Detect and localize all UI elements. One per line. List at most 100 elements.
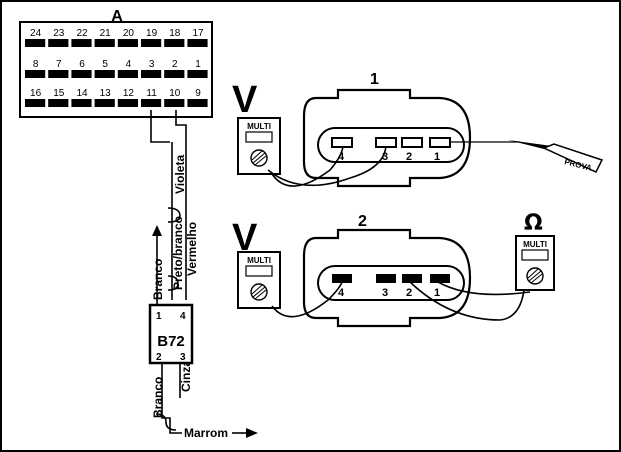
probe-body xyxy=(542,143,604,173)
connector-a-pin xyxy=(94,70,115,78)
dial-hatch xyxy=(251,150,267,166)
arrow-up-icon xyxy=(152,225,162,236)
label-vermelho: Vermelho xyxy=(185,222,199,276)
connector-a-pin-label: 24 xyxy=(30,28,42,39)
connector-2-pin-3 xyxy=(376,274,396,283)
connector-a-pin-label: 4 xyxy=(126,59,132,70)
dial-hatch xyxy=(527,268,543,284)
connector-a-pin xyxy=(25,70,46,78)
connector-a-pin xyxy=(141,99,162,107)
connector-a-pin xyxy=(25,39,46,47)
connector-a-pin-label: 7 xyxy=(56,59,62,70)
connector-1-label-2: 2 xyxy=(406,151,412,163)
connector-1-pin-3 xyxy=(375,137,397,148)
connector-a-pin-label: 3 xyxy=(149,59,155,70)
connector-a-pin xyxy=(141,70,162,78)
connector-a-pin-label: 18 xyxy=(169,28,181,39)
connector-a-pin-label: 13 xyxy=(100,88,112,99)
connector-1-label-1: 1 xyxy=(434,151,440,163)
connector-a-pin xyxy=(94,99,115,107)
connector-a-pin xyxy=(117,39,138,47)
connector-a-pin-label: 21 xyxy=(100,28,112,39)
splice-icon xyxy=(167,275,179,291)
connector-a-pin xyxy=(187,99,208,107)
multimeter-2-right-display xyxy=(521,249,549,261)
connector-2-label-4: 4 xyxy=(338,287,345,299)
arrow-right-icon xyxy=(246,428,258,438)
probe-tip-icon xyxy=(508,140,556,152)
connector-a-pin xyxy=(117,70,138,78)
multimeter-1: MULTI xyxy=(237,117,281,175)
connector-a-pin xyxy=(164,70,185,78)
wire-branco-bottom xyxy=(161,363,182,434)
multimeter-2-right-label: MULTI xyxy=(523,240,547,249)
connector-a-pin-label: 22 xyxy=(76,28,88,39)
wire-meter2-to-pin4 xyxy=(271,281,343,318)
connector-a-pin-label: 5 xyxy=(102,59,108,70)
connector-a-pin-label: 17 xyxy=(192,28,204,39)
connector-a-pin xyxy=(164,39,185,47)
connector-a-pin-label: 14 xyxy=(76,88,88,99)
diagram-2: 2 V Ω 4 3 2 1 MULTI MULTI xyxy=(232,211,555,328)
connector-a-pin-label: 8 xyxy=(33,59,39,70)
connector-2-label-2: 2 xyxy=(406,287,412,299)
module-pin-2: 2 xyxy=(156,352,162,363)
harness-wires xyxy=(150,110,258,438)
connector-2-pin-2 xyxy=(402,274,422,283)
connector-2-label-1: 1 xyxy=(434,287,440,299)
label-cinza: Cinza xyxy=(179,360,193,392)
splice-icon xyxy=(167,207,181,223)
label-violeta: Violeta xyxy=(173,155,187,194)
connector-a-pin-label: 2 xyxy=(172,59,178,70)
module-label: B72 xyxy=(157,333,185,350)
multimeter-1-display xyxy=(245,131,273,143)
module-b72: 1 4 B72 2 3 xyxy=(148,303,194,365)
wire-pin11 xyxy=(150,110,170,143)
multimeter-2-left-display xyxy=(245,265,273,277)
connector-a-pin-label: 10 xyxy=(169,88,181,99)
voltmeter-symbol: V xyxy=(232,79,258,121)
splice-icon xyxy=(155,413,177,431)
dial-hatch xyxy=(251,284,267,300)
connector-1-pin-2 xyxy=(401,137,423,148)
module-pin-3: 3 xyxy=(180,352,186,363)
connector-a-pin xyxy=(48,99,69,107)
wire-meter1-to-pin4 xyxy=(271,145,344,187)
connector-a-pin xyxy=(48,39,69,47)
connector-2-label-3: 3 xyxy=(382,287,388,299)
connector-a-pin-label: 6 xyxy=(79,59,85,70)
connector-a-pin xyxy=(187,39,208,47)
connector-a-pin-label: 12 xyxy=(123,88,135,99)
label-branco-top: Branco xyxy=(151,259,165,300)
connector-a-pin-label: 9 xyxy=(195,88,201,99)
connector-a-pin xyxy=(164,99,185,107)
module-pin-1: 1 xyxy=(156,311,162,322)
connector-a-pin-label: 20 xyxy=(123,28,135,39)
diagram-1-number: 1 xyxy=(370,71,379,88)
connector-a-pin xyxy=(71,70,92,78)
connector-a-pin xyxy=(187,70,208,78)
module-body xyxy=(148,303,194,365)
diagram-1: 1 V 4 3 2 1 MULTI PROVA xyxy=(232,71,604,188)
connector-a-pin xyxy=(117,99,138,107)
multimeter-2-left-label: MULTI xyxy=(247,256,271,265)
label-preto-branco: Preto/branco xyxy=(171,216,185,290)
label-branco-bottom: Branco xyxy=(151,377,165,418)
connector-a-pin-label: 11 xyxy=(146,88,157,99)
connector-1-pin-4 xyxy=(331,137,353,148)
diagram-2-number: 2 xyxy=(358,213,367,230)
ohm-symbol: Ω xyxy=(524,211,543,236)
connector-a-pin xyxy=(71,99,92,107)
connector-a-pin-label: 15 xyxy=(53,88,65,99)
connector-1-pin-1 xyxy=(429,137,451,148)
connector-a-pin xyxy=(71,39,92,47)
wire-pin2-to-ohmmeter xyxy=(409,281,525,321)
connector-a-pin-label: 16 xyxy=(30,88,42,99)
connector-2-pin-4 xyxy=(332,274,352,283)
wire-pin10 xyxy=(175,110,187,300)
module-pin-4: 4 xyxy=(180,311,186,322)
multimeter-1-label: MULTI xyxy=(247,122,271,131)
